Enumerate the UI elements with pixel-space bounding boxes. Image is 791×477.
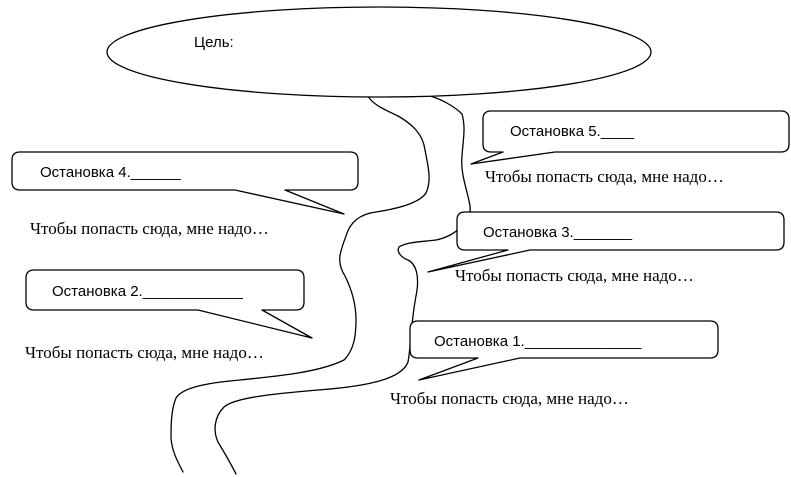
stop-4-label: Остановка 4.______ bbox=[40, 164, 181, 181]
stop-5-callout bbox=[470, 110, 790, 165]
stop-2-label: Остановка 2.____________ bbox=[52, 283, 243, 300]
stop-3-callout bbox=[427, 211, 785, 273]
stop-1-caption: Чтобы попасть сюда, мне надо… bbox=[390, 389, 629, 408]
river-left-bank bbox=[170, 95, 430, 473]
goal-ellipse bbox=[106, 6, 652, 98]
stop-4-callout bbox=[11, 151, 359, 215]
stop-1-label: Остановка 1.______________ bbox=[434, 333, 642, 350]
stop-3-label: Остановка 3._______ bbox=[483, 224, 633, 241]
stop-5-caption: Чтобы попасть сюда, мне надо… bbox=[485, 167, 724, 186]
stop-3-caption: Чтобы попасть сюда, мне надо… bbox=[455, 266, 694, 285]
stop-2-callout bbox=[25, 269, 313, 339]
stop-2-caption: Чтобы попасть сюда, мне надо… bbox=[25, 343, 264, 362]
stop-4-caption: Чтобы попасть сюда, мне надо… bbox=[30, 219, 269, 238]
stop-5-label: Остановка 5.____ bbox=[510, 123, 635, 140]
goal-label: Цель: bbox=[194, 34, 234, 51]
river-right-bank bbox=[214, 95, 471, 475]
stop-1-callout bbox=[409, 320, 719, 381]
